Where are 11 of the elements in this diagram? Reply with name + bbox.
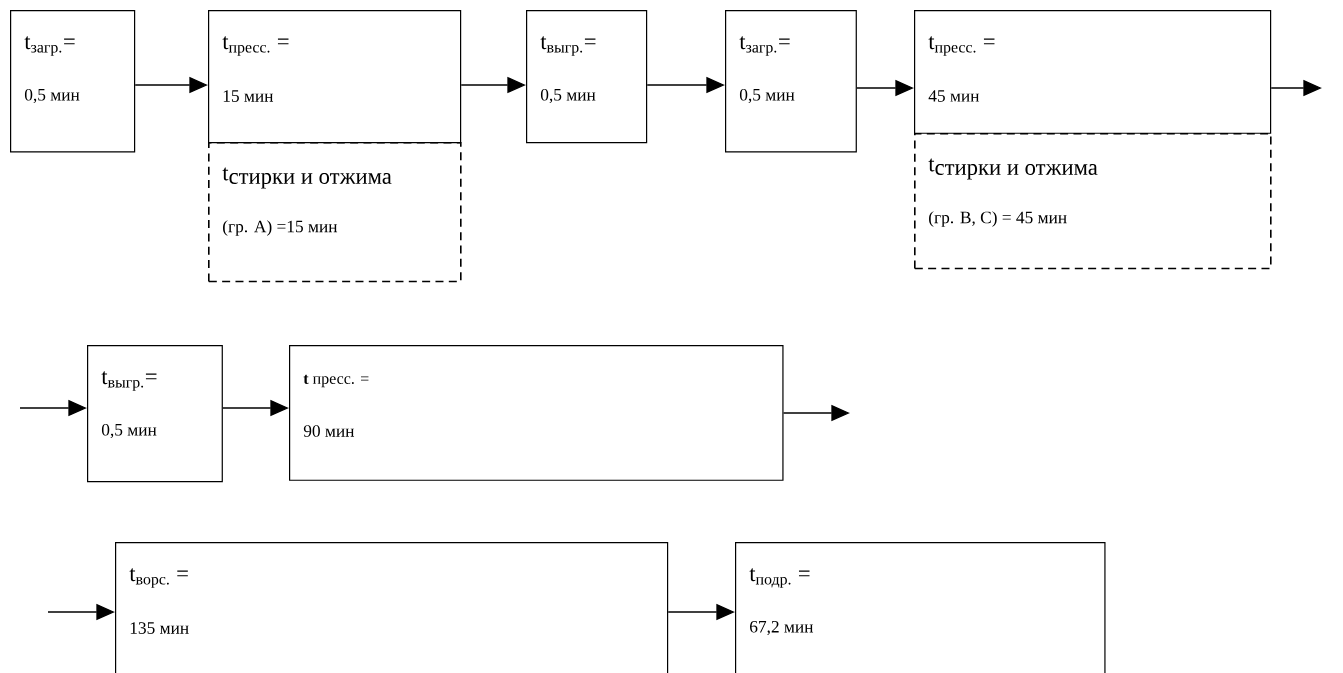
process-box: t$_{пресс.}$ = 45 мин — [914, 10, 1272, 134]
process-box: t$_{ворс.}$ = 135 мин — [115, 542, 669, 673]
process-box: t$_{загр.}$= 0,5 мин — [10, 10, 136, 153]
process-box: t$_{подр.}$ = 67,2 мин — [735, 542, 1106, 673]
process-box: t$_{загр.}$= 0,5 мин — [725, 10, 857, 153]
dashed-box: $\mathrm{t}_{\mbox{стирки и отжима}}$ (гр. А) =15 мин — [208, 142, 462, 283]
process-box: t$_{пресс.}$ = 15 мин — [208, 10, 462, 144]
process-box: t$_{выгр.}$= 0,5 мин — [87, 345, 223, 483]
process-box: t$_{выгр.}$= 0,5 мин — [526, 10, 648, 144]
process-box: t пресс. = 90 мин — [289, 345, 784, 481]
dashed-box: $\mathrm{t}_{\mbox{стирки и отжима}}$ (гр. В, С) = 45 мин — [914, 133, 1272, 270]
